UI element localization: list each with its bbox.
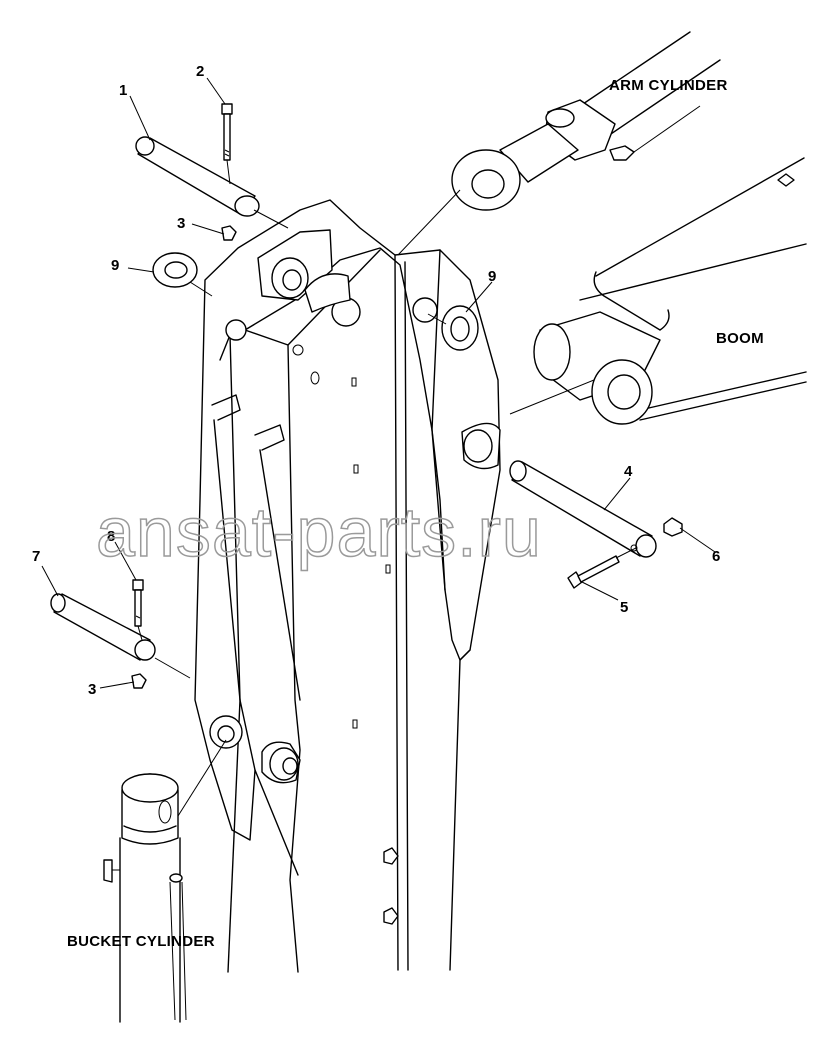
label-arm-cylinder: ARM CYLINDER: [609, 77, 728, 94]
callout-5: 5: [620, 599, 628, 616]
callout-9-left: 9: [111, 257, 119, 274]
label-boom: BOOM: [716, 330, 764, 347]
part-7-pin: [50, 593, 191, 679]
callout-leaders: [41, 77, 716, 817]
callout-4: 4: [624, 463, 633, 480]
part-9-washer-left: [152, 252, 213, 297]
callout-3-upper: 3: [177, 215, 185, 232]
part-3-nut-upper: [221, 225, 237, 241]
callout-6: 6: [712, 548, 720, 565]
part-1-pin: [135, 136, 289, 229]
part-2-bolt: [221, 103, 233, 185]
part-4-pin: [509, 460, 657, 558]
part-9-washer-right: [427, 305, 479, 351]
bucket-cylinder: [103, 773, 187, 1023]
arm-cylinder: [451, 31, 795, 211]
callout-3-lower: 3: [88, 681, 96, 698]
watermark: ansat-parts.ru: [96, 493, 542, 571]
callout-1: 1: [119, 82, 127, 99]
callout-9-right: 9: [488, 268, 496, 285]
callout-8: 8: [107, 528, 115, 545]
part-8-bolt: [132, 579, 144, 641]
label-bucket-cylinder: BUCKET CYLINDER: [67, 933, 215, 950]
part-6-nut: [663, 517, 683, 537]
boom: [509, 157, 807, 425]
callout-7: 7: [32, 548, 40, 565]
part-5-bolt: [567, 547, 637, 589]
callout-numbers: 1 2 3 9 9 4 6 5 7 8 3: [32, 63, 720, 698]
callout-2: 2: [196, 63, 204, 80]
part-3-nut-lower: [131, 673, 147, 689]
